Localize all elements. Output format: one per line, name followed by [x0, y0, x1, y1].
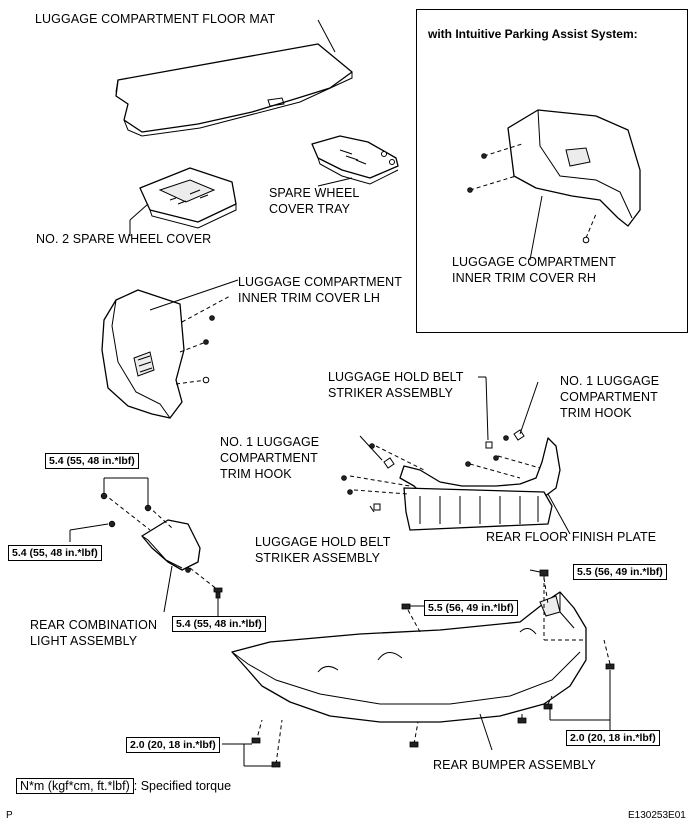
torque-box-bumper-upper-center: 5.5 (56, 49 in.*lbf) — [424, 600, 518, 616]
label-no1-hook-left-line1: NO. 1 LUGGAGE — [220, 435, 320, 449]
torque-legend: N*m (kgf*cm, ft.*lbf): Specified torque — [16, 778, 232, 794]
corner-code-left: P — [6, 810, 13, 821]
parking-assist-inset-frame — [416, 9, 688, 333]
label-no2-spare-wheel-cover: NO. 2 SPARE WHEEL COVER — [36, 232, 212, 246]
torque-box-bumper-lower-right: 2.0 (20, 18 in.*lbf) — [566, 730, 660, 746]
legend-text: : Specified torque — [133, 779, 232, 793]
label-inner-trim-rh-line1: LUGGAGE COMPARTMENT — [452, 255, 616, 269]
inner-trim-cover-lh-drawing — [101, 279, 239, 419]
legend-unit-box: N*m (kgf*cm, ft.*lbf) — [16, 778, 134, 794]
label-belt-striker-bottom-line2: STRIKER ASSEMBLY — [255, 551, 381, 565]
figure-code: E130253E01 — [628, 810, 686, 821]
rear-floor-finish-plate-drawing — [341, 376, 571, 535]
rear-bumper-drawing — [222, 569, 615, 768]
floor-mat-drawing — [115, 19, 353, 137]
torque-box-bumper-lower-left: 2.0 (20, 18 in.*lbf) — [126, 737, 220, 753]
label-belt-striker-top-line1: LUGGAGE HOLD BELT — [328, 370, 464, 384]
label-inner-trim-lh-line2: INNER TRIM COVER LH — [238, 291, 380, 305]
label-belt-striker-bottom-line1: LUGGAGE HOLD BELT — [255, 535, 391, 549]
label-no1-hook-left-line3: TRIM HOOK — [220, 467, 292, 481]
label-rear-combination-light-line2: LIGHT ASSEMBLY — [30, 634, 138, 648]
no2-spare-wheel-cover-drawing — [129, 167, 237, 236]
rear-combination-light-drawing — [69, 477, 223, 616]
label-spare-wheel-cover-tray-line1: SPARE WHEEL — [269, 186, 360, 200]
label-no1-hook-right-line3: TRIM HOOK — [560, 406, 632, 420]
label-no1-hook-left-line2: COMPARTMENT — [220, 451, 318, 465]
label-rear-combination-light-line1: REAR COMBINATION — [30, 618, 158, 632]
inset-title: with Intuitive Parking Assist System: — [428, 27, 638, 41]
label-belt-striker-top-line2: STRIKER ASSEMBLY — [328, 386, 454, 400]
label-no1-hook-right-line1: NO. 1 LUGGAGE — [560, 374, 660, 388]
label-rear-bumper: REAR BUMPER ASSEMBLY — [433, 758, 596, 772]
torque-box-light-upper: 5.4 (55, 48 in.*lbf) — [45, 453, 139, 469]
inner-trim-cover-rh-drawing — [467, 109, 641, 261]
torque-box-light-left: 5.4 (55, 48 in.*lbf) — [8, 545, 102, 561]
label-inner-trim-lh-line1: LUGGAGE COMPARTMENT — [238, 275, 402, 289]
label-inner-trim-rh-line2: INNER TRIM COVER RH — [452, 271, 597, 285]
label-no1-hook-right-line2: COMPARTMENT — [560, 390, 658, 404]
label-rear-floor-finish-plate: REAR FLOOR FINISH PLATE — [486, 530, 657, 544]
label-floor-mat: LUGGAGE COMPARTMENT FLOOR MAT — [35, 12, 276, 26]
torque-box-bumper-upper-right: 5.5 (56, 49 in.*lbf) — [573, 564, 667, 580]
torque-box-light-lower: 5.4 (55, 48 in.*lbf) — [172, 616, 266, 632]
spare-wheel-cover-tray-drawing — [311, 135, 399, 187]
label-spare-wheel-cover-tray-line2: COVER TRAY — [269, 202, 351, 216]
